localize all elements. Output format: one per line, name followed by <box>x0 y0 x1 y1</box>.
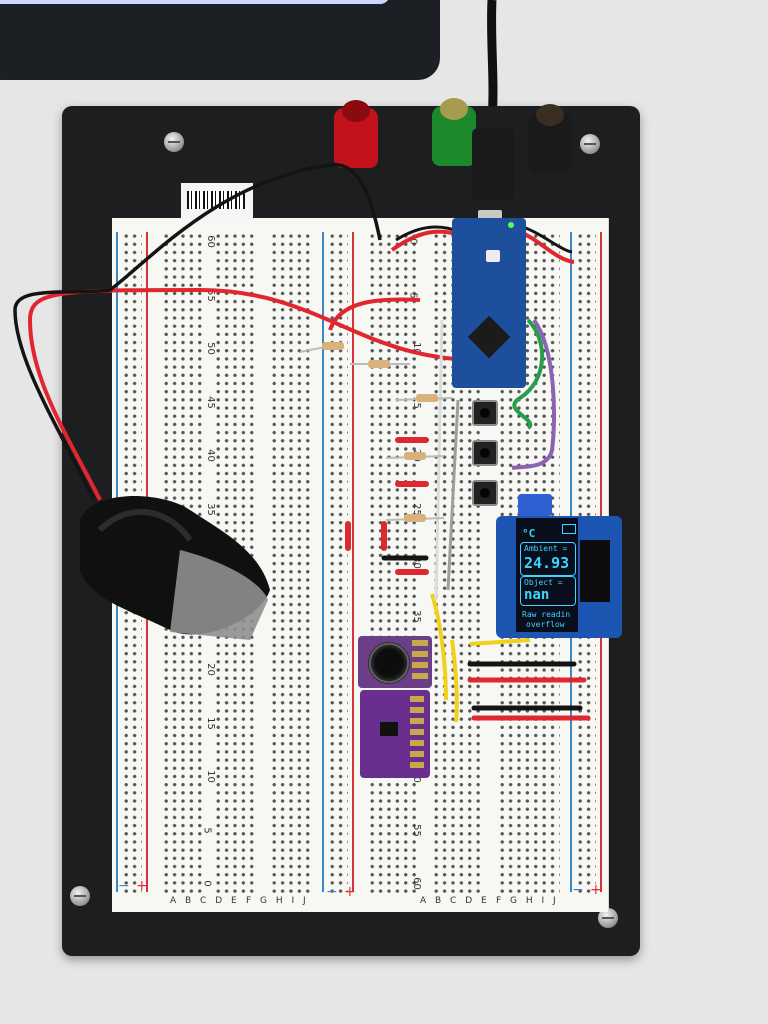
column-letters: A B C D E <box>170 896 240 906</box>
rail-holes <box>328 232 348 896</box>
tablet-screen <box>0 0 390 4</box>
resistor-icon <box>299 342 344 353</box>
button-cap <box>480 448 490 458</box>
barcode-sticker <box>180 182 254 220</box>
barcode-icon <box>187 191 245 209</box>
object-label: Object = <box>524 578 563 587</box>
terminal-strip-2 <box>262 218 319 912</box>
ambient-box: Ambient = 24.93 <box>520 542 576 576</box>
resistor-icon <box>385 452 445 460</box>
rail-minus-line <box>322 232 324 892</box>
column-letters: F G H I J <box>496 896 559 906</box>
battery-icon <box>562 524 576 534</box>
push-button-3[interactable] <box>472 480 498 506</box>
sensor-lens-icon <box>368 642 410 684</box>
reset-button[interactable] <box>486 250 500 262</box>
oled-flex-connector <box>580 540 610 602</box>
ambient-label: Ambient = <box>524 544 568 553</box>
object-value: nan <box>524 587 550 603</box>
post-cap <box>536 104 564 126</box>
resistor-icon <box>395 394 453 402</box>
button-cap <box>480 408 490 418</box>
object-box: Object = nan <box>520 576 576 606</box>
resistor-icon <box>385 514 445 522</box>
power-rail-middle <box>318 218 361 912</box>
rail-plus-symbol: + <box>136 878 148 894</box>
arduino-nano-board <box>452 218 526 388</box>
screw-icon <box>70 886 90 906</box>
column-letters: F G H I J <box>246 896 309 906</box>
header-pins <box>410 696 424 770</box>
post-cap <box>342 100 370 122</box>
rail-plus-symbol: + <box>590 882 602 898</box>
rail-plus-symbol: + <box>344 884 356 900</box>
terminal-holes <box>368 232 420 896</box>
post-cap <box>440 98 468 120</box>
usb-plug <box>472 128 514 200</box>
binding-post-red-icon[interactable] <box>334 100 378 168</box>
resistor-icon <box>350 360 410 368</box>
unit-label: °C <box>522 527 536 540</box>
sensor-chip <box>380 722 398 736</box>
button-cap <box>480 488 490 498</box>
screw-icon <box>598 908 618 928</box>
terminal-holes <box>270 232 312 896</box>
binding-post-green-icon[interactable] <box>432 98 476 166</box>
screw-icon <box>580 134 600 154</box>
power-led-icon <box>508 222 514 228</box>
rail-minus-symbol: − <box>572 882 584 898</box>
status-line-2: overflow <box>526 620 565 629</box>
status-line-1: Raw readin <box>522 610 571 619</box>
oled-content: °C Ambient = 24.93 Object = nan Raw read… <box>518 520 578 632</box>
header-pins <box>412 640 428 684</box>
oled-header: °C <box>522 522 576 540</box>
trimmer-potentiometer[interactable] <box>518 494 552 516</box>
ambient-value: 24.93 <box>524 554 570 572</box>
push-button-2[interactable] <box>472 440 498 466</box>
binding-post-black-icon[interactable] <box>528 104 572 172</box>
rail-minus-symbol: − <box>118 878 130 894</box>
battery-holder <box>80 496 270 640</box>
push-button-1[interactable] <box>472 400 498 426</box>
tablet-device <box>0 0 440 80</box>
rail-plus-line <box>352 232 354 892</box>
column-letters: A B C D E <box>420 896 490 906</box>
screw-icon <box>164 132 184 152</box>
rail-minus-symbol: − <box>326 884 338 900</box>
